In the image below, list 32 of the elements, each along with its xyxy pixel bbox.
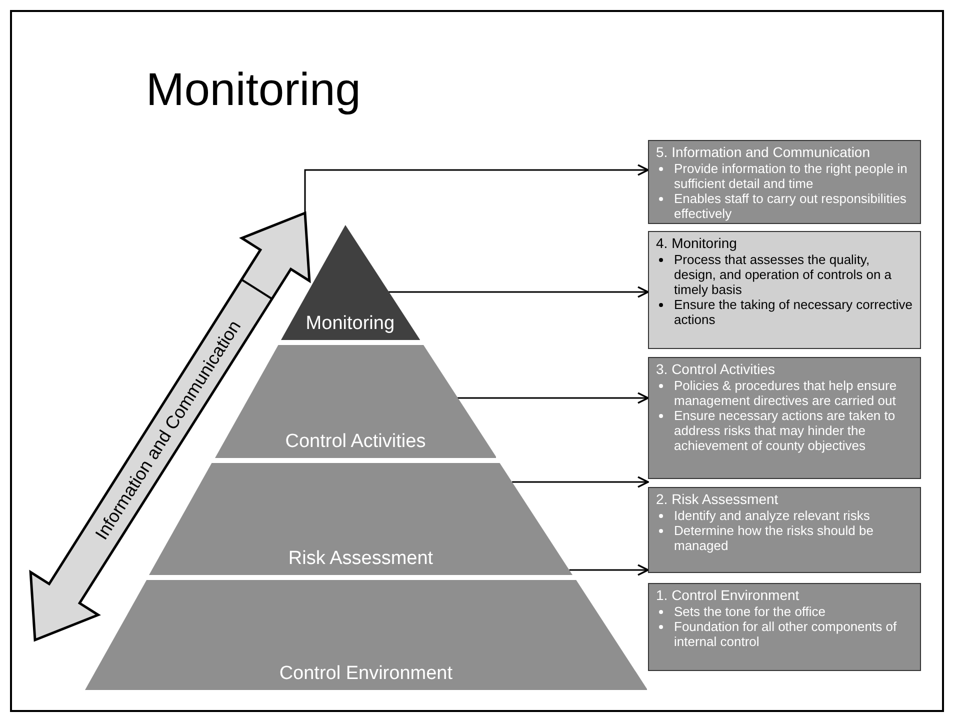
arrow	[388, 286, 649, 298]
box-heading: 2. Risk Assessment	[656, 491, 780, 508]
tier-label: Control Activities	[285, 430, 426, 454]
bullet-item: Foundation for all other components of internal control	[674, 619, 898, 649]
tier-label: Control Environment	[279, 662, 453, 686]
pyramid-tier	[280, 225, 420, 340]
bullet-item: Identify and analyze relevant risks	[674, 508, 870, 523]
box-heading: 5. Information and Communication	[656, 144, 871, 161]
tier-label: Risk Assessment	[288, 547, 434, 571]
description-box	[648, 583, 921, 671]
arrow	[569, 564, 649, 576]
box-heading: 1. Control Environment	[656, 587, 800, 604]
description-box	[648, 487, 921, 573]
bullet-item: Provide information to the right people in sufficient detail and time	[674, 161, 908, 191]
bullet-item: Ensure necessary actions are taken to address risks that may hinder the achievement of county objectives	[674, 408, 896, 453]
tier-label: Monitoring	[306, 312, 395, 336]
description-box	[648, 357, 921, 479]
description-box	[648, 231, 921, 349]
arrow	[304, 164, 649, 213]
bullet-item: Ensure the taking of necessary corrective actions	[674, 297, 913, 327]
bullet-item: Determine how the risks should be managed	[674, 523, 874, 553]
arrow	[512, 476, 649, 488]
box-heading: 4. Monitoring	[656, 235, 738, 252]
bullet-item: Process that assesses the quality, design, and operation of controls on a timely basis	[674, 252, 893, 297]
description-box	[648, 140, 921, 224]
title: Monitoring	[146, 62, 361, 116]
pyramid-tier	[84, 580, 648, 690]
bullet-item: Sets the tone for the office	[674, 604, 826, 619]
box-heading: 3. Control Activities	[656, 361, 776, 378]
bullet-item: Policies & procedures that help ensure management directives are carried out	[674, 378, 898, 408]
bullet-item: Enables staff to carry out responsibilities effectively	[674, 191, 908, 221]
arrow	[457, 392, 649, 404]
